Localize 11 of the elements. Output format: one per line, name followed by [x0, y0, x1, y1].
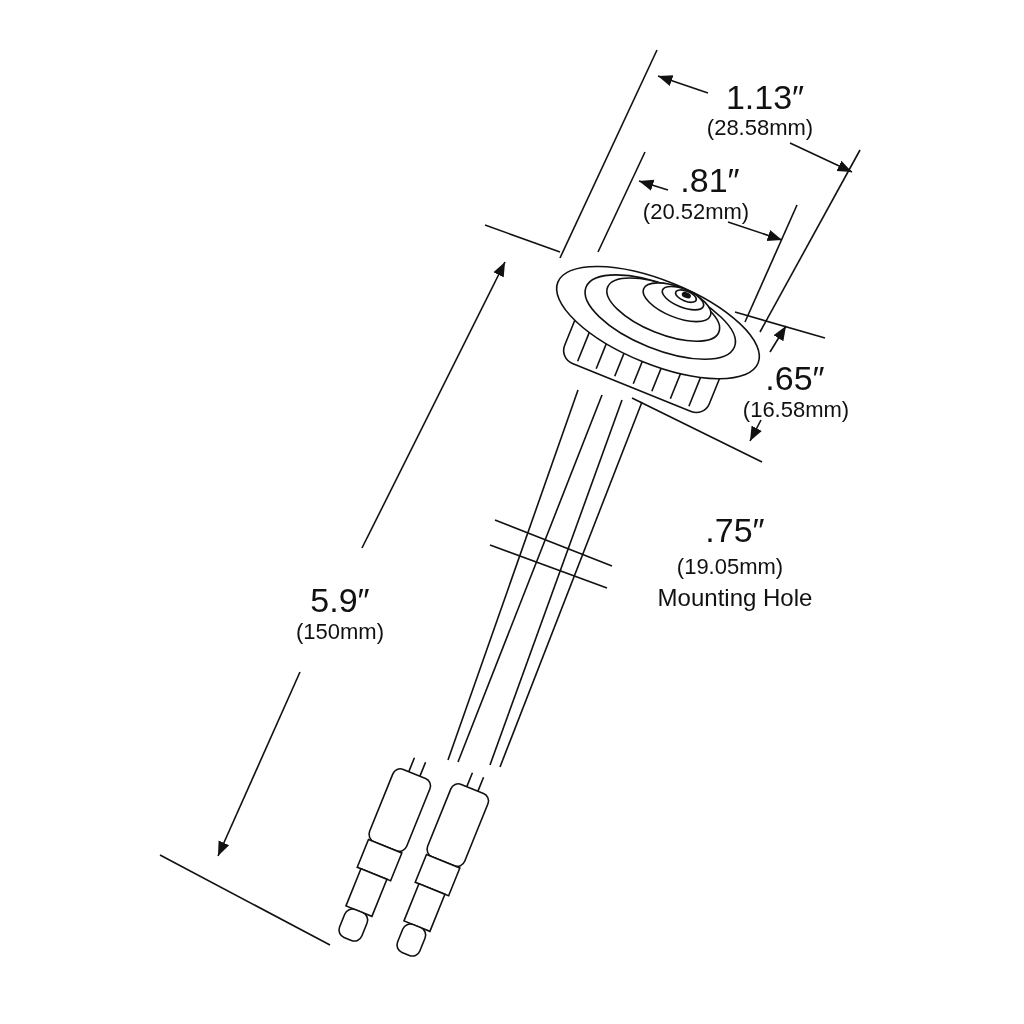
- dimension-label: (20.52mm): [642, 201, 750, 223]
- dimension-label: .81″: [680, 163, 740, 197]
- dimension-label: (28.58mm): [706, 117, 814, 139]
- dimension-label: .65″: [765, 361, 825, 395]
- dimension-label: 5.9″: [310, 583, 370, 617]
- dimension-label: Mounting Hole: [657, 586, 813, 610]
- dimension-label: (19.05mm): [676, 556, 784, 578]
- dimension-label: 1.13″: [725, 80, 805, 114]
- dimension-label: (150mm): [296, 621, 384, 643]
- dimension-label: .75″: [705, 513, 765, 547]
- dimension-label: (16.58mm): [742, 399, 850, 421]
